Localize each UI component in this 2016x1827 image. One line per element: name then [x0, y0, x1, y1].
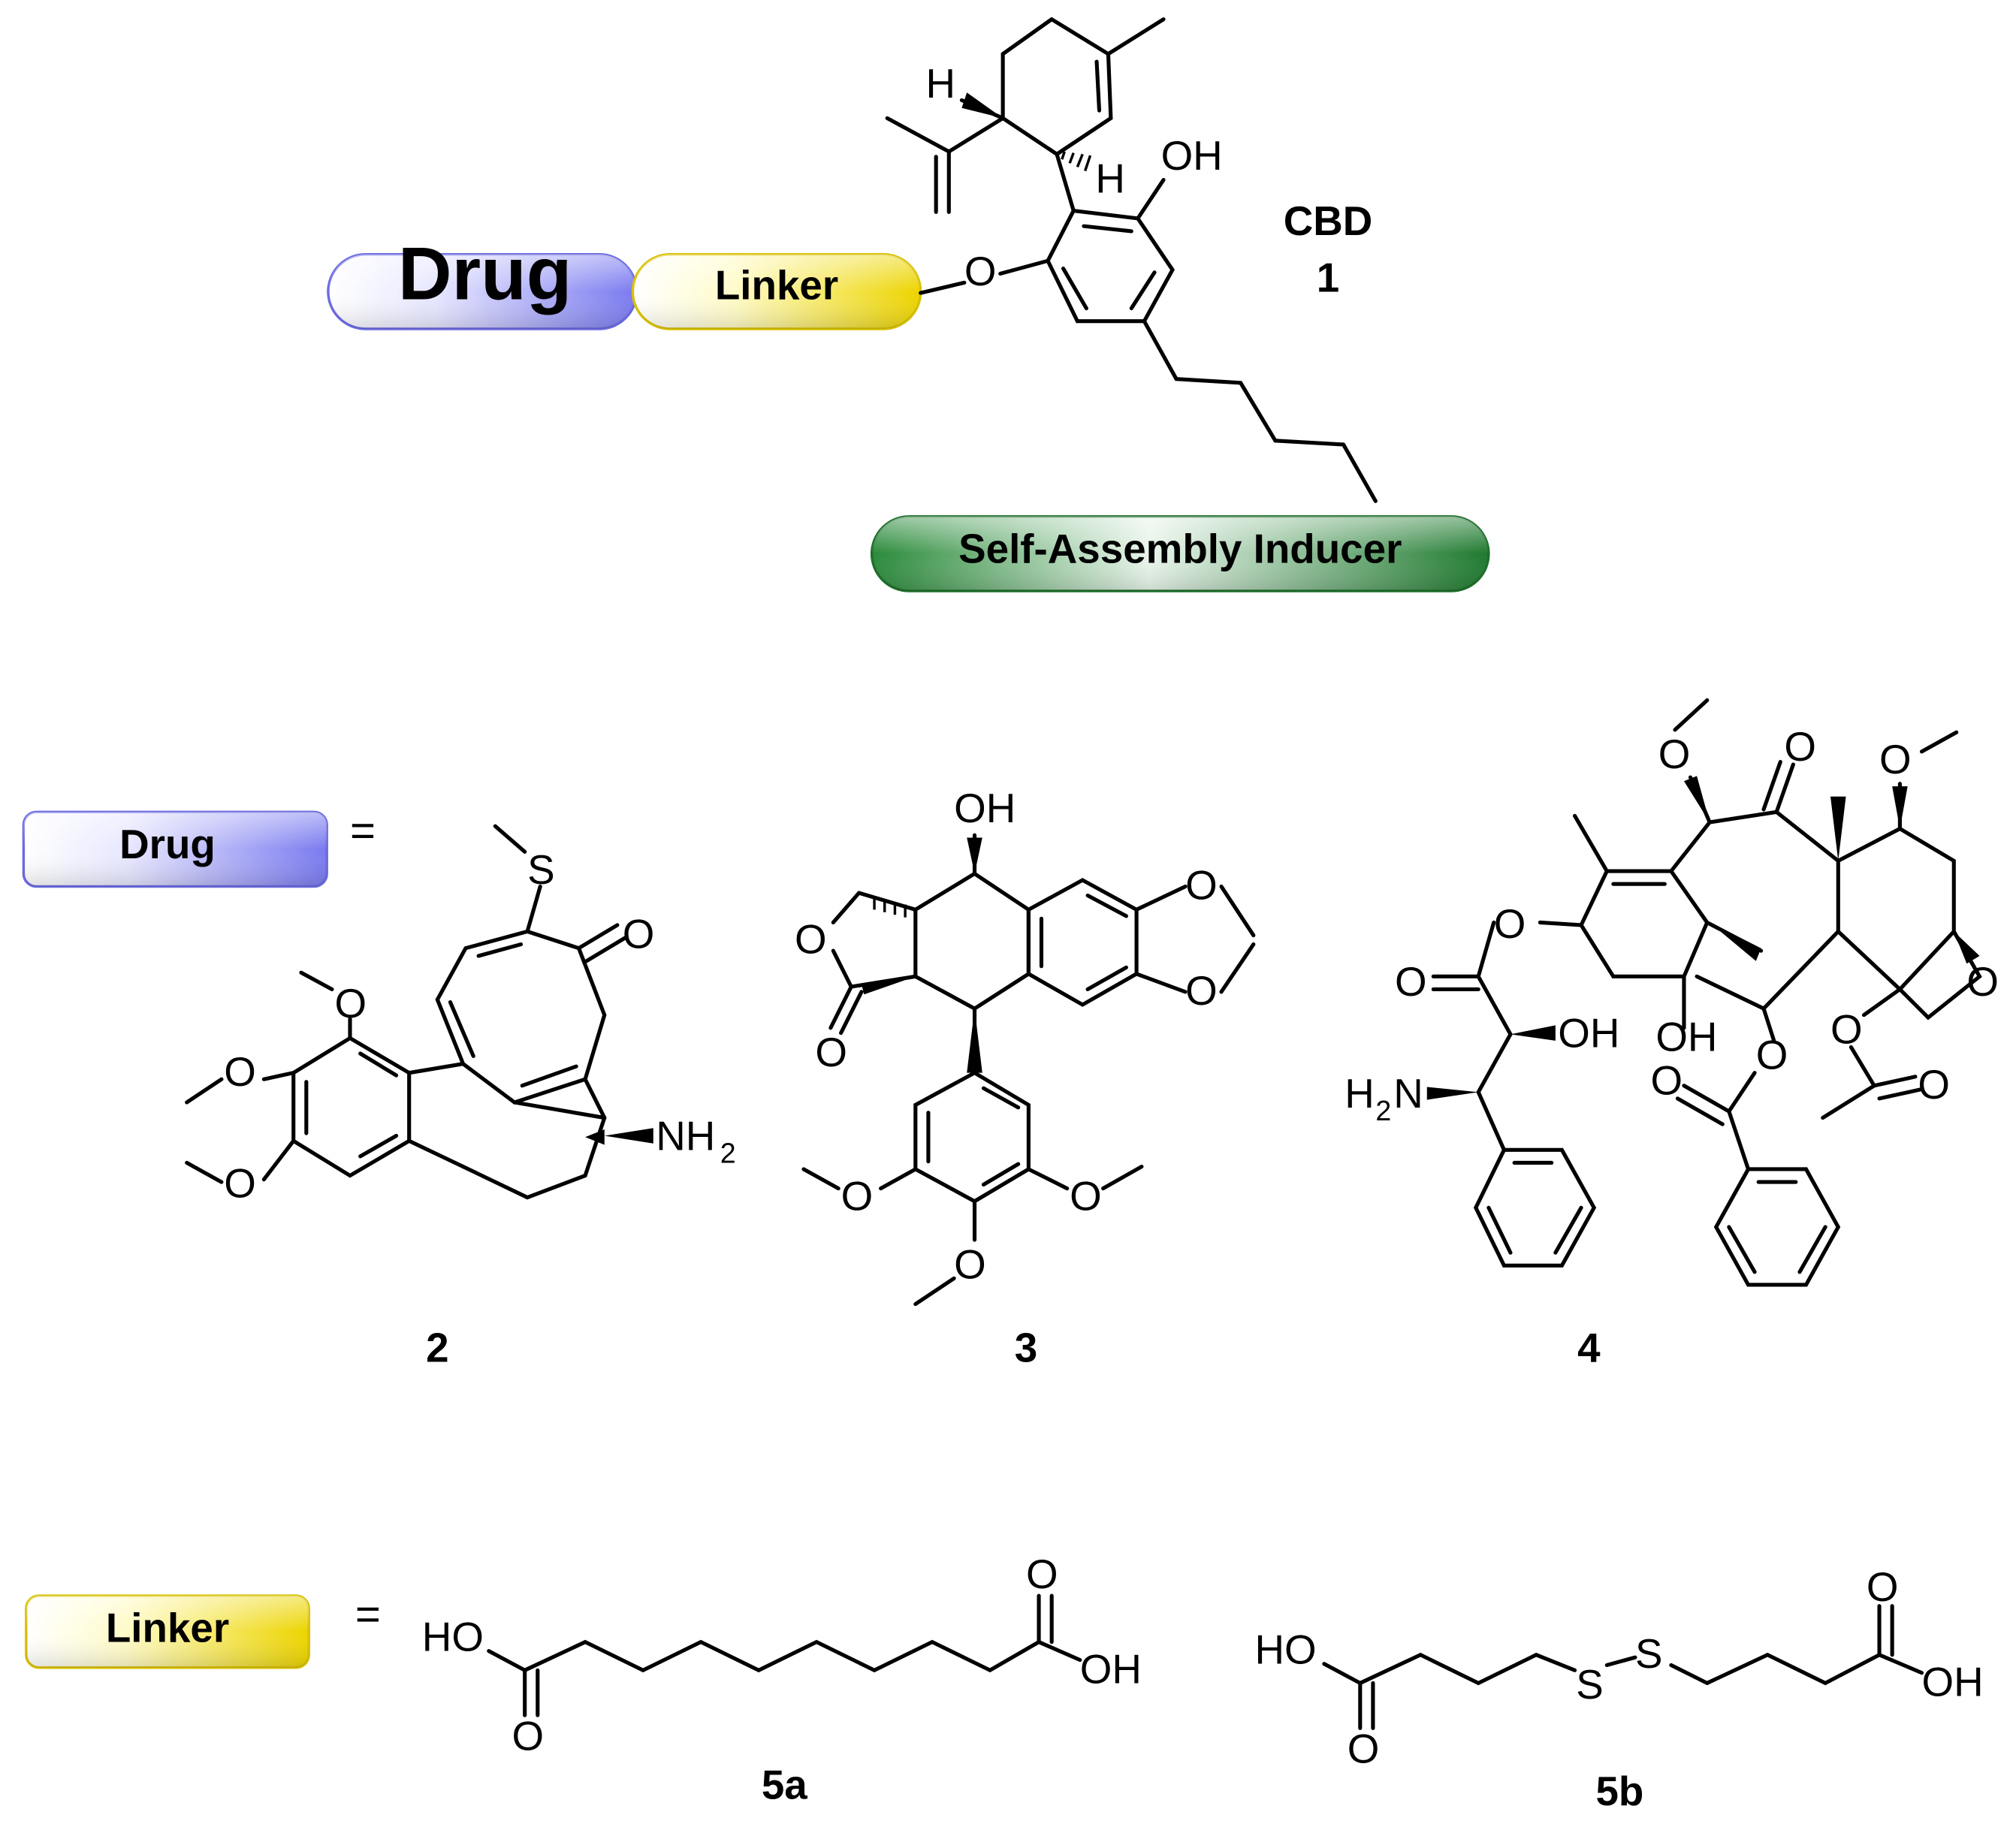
compound-5b-structure [1322, 1604, 1924, 1730]
c5b-s2-label: S [1635, 1630, 1663, 1677]
c2-s-label: S [527, 846, 555, 893]
pill-drug-top: Drug [327, 233, 638, 330]
compound-2-atom-labels: S O O O O NH 2 [224, 846, 735, 1206]
c3-oh-label: OH [954, 785, 1016, 831]
c5b-o-top: O [1867, 1563, 1899, 1610]
compound-3-wedge-2 [861, 976, 916, 995]
linker-equals: = [355, 1590, 381, 1639]
cbd-oh-label: OH [1161, 132, 1223, 179]
c5a-ho-label: HO [422, 1614, 484, 1660]
compound-4-wedge-oxetane [1954, 931, 1980, 964]
pill-linker-legend-label: Linker [106, 1605, 229, 1651]
compound-4-wedge-oh [1510, 1025, 1556, 1041]
compound-3-label: 3 [1015, 1325, 1037, 1371]
pill-linker-top: Linker [631, 253, 922, 330]
compound-4-wedges [1830, 796, 1846, 861]
cbd-h-label-1: H [925, 60, 955, 107]
compound-5a-structure [487, 1593, 1082, 1717]
compound-5a-label: 5a [762, 1761, 807, 1807]
c2-ome-o2: O [224, 1048, 256, 1095]
c4-h-sub2: 2 [1375, 1095, 1391, 1126]
c4-oh-side: OH [1558, 1009, 1619, 1056]
c4-o-ome1: O [1658, 731, 1691, 777]
c2-sub2: 2 [720, 1137, 736, 1168]
compound-2-wedge [585, 1129, 605, 1145]
compound-2-nh2-wedge [604, 1128, 653, 1144]
compound-2-structure [185, 824, 627, 1200]
compound-4-wedge-nh2 [1426, 1087, 1479, 1100]
c4-o-keto: O [1784, 723, 1816, 770]
drug-equals: = [350, 806, 376, 855]
cbd-atom-labels: H H OH O [925, 60, 1222, 294]
c4-o-ac-carbonyl: O [1918, 1061, 1950, 1108]
compound-5b-atom-labels: HO O S S O OH [1255, 1563, 1984, 1772]
cbd-h-label-2: H [1095, 155, 1125, 202]
c4-o-oxetane: O [1966, 958, 1999, 1005]
c5b-s1-label: S [1576, 1661, 1604, 1708]
c5a-o-bottom: O [512, 1712, 545, 1759]
cbd-wedge-1 [961, 92, 1003, 119]
compound-4-label: 4 [1577, 1325, 1601, 1371]
c3-o-ome1: O [841, 1173, 874, 1220]
c4-o-carbonyl: O [1395, 958, 1427, 1005]
c5b-ho-label: HO [1255, 1627, 1317, 1673]
cbd-structure [885, 17, 1378, 503]
c3-o-carbonyl: O [815, 1029, 847, 1075]
c5b-o-bottom: O [1348, 1725, 1380, 1771]
compound-4-wedge-ome2 [1892, 786, 1908, 829]
c4-oh-core: OH [1655, 1014, 1717, 1060]
pill-self-assembly-label: Self-Assembly Inducer [958, 525, 1402, 571]
c4-o-ester: O [1494, 900, 1526, 947]
c2-o-label: O [623, 911, 655, 957]
c2-nh-label: NH [656, 1112, 715, 1159]
cbd-hash-bond [1061, 151, 1092, 172]
pill-drug-top-label: Drug [398, 233, 572, 316]
compound-4-wedge-ome1 [1683, 776, 1710, 823]
c4-h-label: H [1345, 1070, 1375, 1117]
pill-drug-legend: Drug [22, 810, 328, 888]
c2-ome-o3: O [224, 1160, 256, 1207]
c2-ome-o1: O [334, 980, 367, 1027]
c5a-oh-label: OH [1080, 1645, 1142, 1692]
c5a-o-top: O [1026, 1551, 1058, 1597]
compound-5a-atom-labels: HO O O OH [422, 1551, 1142, 1759]
c4-o-bz: O [1756, 1032, 1788, 1078]
compound-3-wedge-3 [967, 1008, 982, 1073]
compound-4-wedge-methyl [1710, 922, 1761, 961]
cbd-name-label: CBD [1284, 197, 1373, 244]
compound-3-wedges [967, 837, 982, 874]
c3-o-ome2: O [1070, 1173, 1102, 1220]
c3-o-ome3: O [954, 1241, 986, 1287]
compound-5b-label: 5b [1595, 1768, 1643, 1814]
c4-o-ac: O [1830, 1005, 1863, 1052]
compound-3-atom-labels: OH O O O O O O O [795, 785, 1218, 1287]
c5b-oh-label: OH [1922, 1658, 1984, 1705]
c4-o-ome2: O [1879, 736, 1912, 782]
c4-n-label: N [1393, 1070, 1423, 1117]
c3-o-ring: O [795, 916, 827, 963]
cbd-number-label: 1 [1317, 254, 1339, 300]
cbd-o-label: O [964, 248, 997, 294]
pill-linker-legend: Linker [25, 1594, 310, 1669]
compound-4-atom-labels: O O O O O OH OH H 2 N O O O O O [1345, 723, 1999, 1126]
pill-linker-top-label: Linker [715, 262, 838, 309]
pill-self-assembly-inducer: Self-Assembly Inducer [870, 515, 1490, 592]
compound-2-label: 2 [426, 1325, 448, 1371]
compound-3-hash [873, 897, 907, 918]
c4-o-bz-carbonyl: O [1650, 1057, 1683, 1104]
pill-drug-legend-label: Drug [119, 821, 216, 867]
c3-o-dioxy1: O [1185, 862, 1218, 909]
c3-o-dioxy2: O [1185, 967, 1218, 1014]
